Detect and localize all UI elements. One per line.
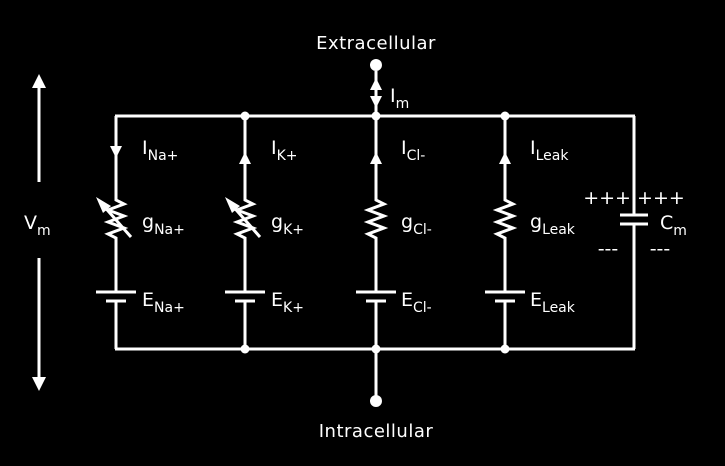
current-label: INa+: [142, 137, 178, 164]
branch-leak: ILeak gLeak ELeak: [485, 116, 576, 349]
extracellular-terminal: Extracellular Im: [316, 33, 436, 116]
current-arrow: [370, 152, 382, 164]
current-arrow: [499, 152, 511, 164]
conductance-main: g: [530, 211, 542, 233]
conductance-sub: Na+: [154, 222, 185, 238]
conductance-sub: K+: [283, 222, 304, 238]
resistor: [363, 195, 389, 243]
current-main: I: [401, 137, 407, 159]
vm-label: Vm: [24, 212, 51, 239]
conductance-label: gNa+: [142, 211, 185, 238]
conductance-sub: Cl-: [413, 222, 432, 238]
current-sub: Cl-: [407, 148, 426, 164]
conductance-label: gK+: [271, 211, 304, 238]
conductance-main: g: [271, 211, 283, 233]
conductance-label: gLeak: [530, 211, 576, 238]
capacitor-plus-charges: +++ +++: [583, 187, 685, 209]
cm-main: C: [660, 212, 673, 234]
reversal-sub: Na+: [154, 300, 185, 316]
branch-cl: ICl- gCl- ECl-: [356, 116, 432, 349]
intracellular-terminal: Intracellular: [319, 349, 434, 442]
reversal-main: E: [142, 289, 154, 311]
current-label: ILeak: [530, 137, 569, 164]
branch-capacitor: +++ +++ --- --- Cm: [583, 116, 687, 349]
current-main: I: [142, 137, 148, 159]
current-main: I: [271, 137, 277, 159]
reversal-main: E: [271, 289, 283, 311]
current-sub: Leak: [536, 148, 570, 164]
current-main: I: [530, 137, 536, 159]
cm-label: Cm: [660, 212, 687, 239]
conductance-label: gCl-: [401, 211, 432, 238]
conductance-sub: Leak: [542, 222, 576, 238]
capacitor-minus-right: ---: [650, 238, 671, 260]
extracellular-label: Extracellular: [316, 33, 436, 54]
variable-arrow-head: [225, 197, 240, 213]
variable-arrow: [225, 197, 262, 238]
vm-indicator: Vm: [24, 74, 51, 391]
reversal-label: EK+: [271, 289, 304, 316]
im-arrow-down: [370, 96, 382, 108]
extracellular-node: [370, 59, 382, 71]
variable-arrow: [96, 197, 133, 238]
intracellular-label: Intracellular: [319, 421, 434, 442]
resistor: [492, 195, 518, 243]
reversal-sub: K+: [283, 300, 304, 316]
current-arrow: [239, 152, 251, 164]
im-main: I: [390, 85, 396, 107]
current-sub: Na+: [148, 148, 179, 164]
im-sub: m: [396, 96, 410, 112]
vm-main: V: [24, 212, 37, 234]
variable-arrow-head: [96, 197, 111, 213]
reversal-main: E: [401, 289, 413, 311]
conductance-main: g: [142, 211, 154, 233]
reversal-label: ECl-: [401, 289, 432, 316]
branch-k: IK+ gK+ EK+: [225, 116, 304, 349]
reversal-sub: Cl-: [413, 300, 432, 316]
vm-arrow-up-head: [32, 74, 46, 88]
im-label: Im: [390, 85, 409, 112]
current-label: ICl-: [401, 137, 425, 164]
vm-sub: m: [37, 223, 51, 239]
reversal-sub: Leak: [542, 300, 576, 316]
reversal-label: ENa+: [142, 289, 185, 316]
intracellular-node: [370, 395, 382, 407]
conductance-main: g: [401, 211, 413, 233]
cm-sub: m: [673, 223, 687, 239]
reversal-main: E: [530, 289, 542, 311]
reversal-label: ELeak: [530, 289, 576, 316]
current-arrow: [110, 146, 122, 158]
vm-arrow-down-head: [32, 377, 46, 391]
current-label: IK+: [271, 137, 298, 164]
branch-na: INa+ gNa+ ENa+: [96, 116, 185, 349]
capacitor-minus-left: ---: [598, 238, 619, 260]
im-arrow-up: [370, 78, 382, 90]
current-sub: K+: [277, 148, 298, 164]
